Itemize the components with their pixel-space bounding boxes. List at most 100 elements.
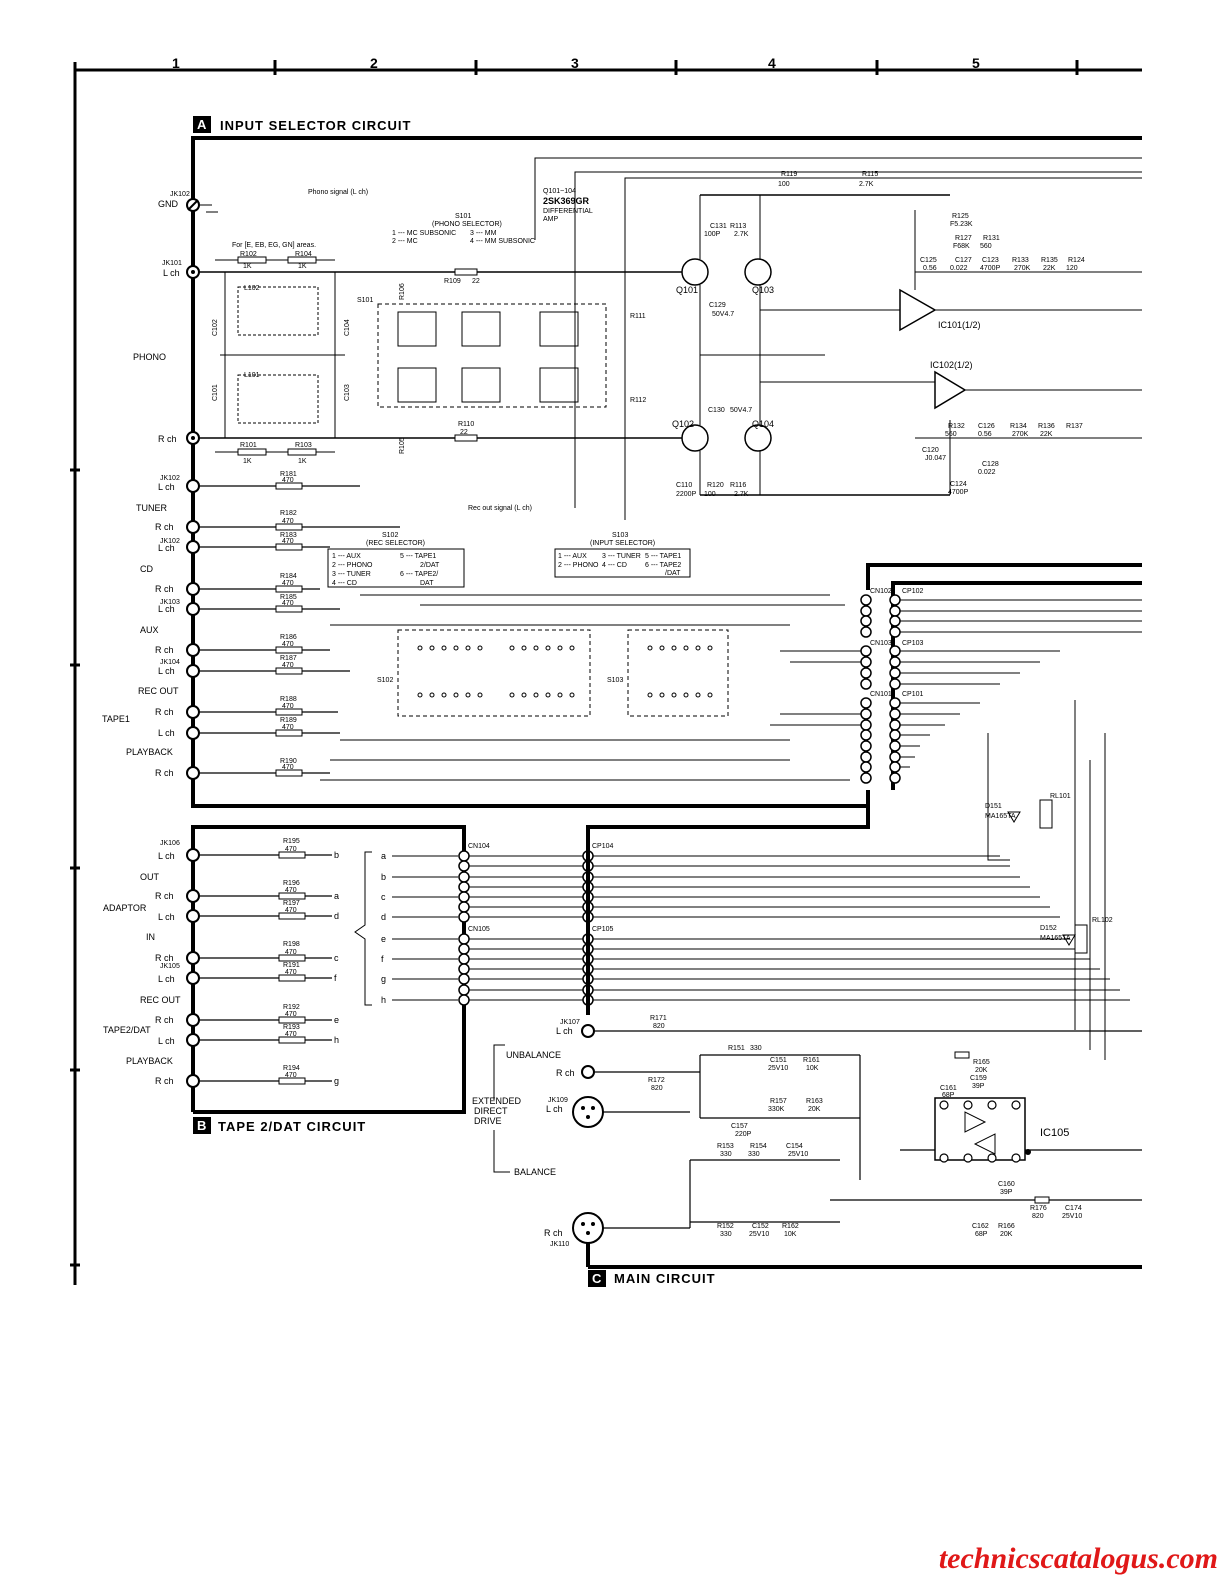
r161-ref: R161 — [803, 1057, 820, 1064]
r123-ref: C125 — [920, 257, 937, 264]
r109-val: 22 — [472, 278, 480, 285]
r183-ref: R183 — [280, 532, 297, 539]
r184-ref: R184 — [280, 573, 297, 580]
in-label: IN — [146, 932, 155, 942]
s101-legend-1: 1 --- MC SUBSONIC — [392, 230, 456, 237]
s102-legend-2: 2 --- PHONO — [332, 562, 373, 569]
jk104-ref: JK104 — [160, 659, 180, 666]
c160-ref: C160 — [998, 1181, 1015, 1188]
ic102-label: IC102(1/2) — [930, 360, 973, 370]
s101-legend-2: 2 --- MC — [392, 238, 418, 245]
r190-ref: R190 — [280, 758, 297, 765]
gnd-label: GND — [158, 199, 179, 209]
bus-d: d — [381, 912, 386, 922]
in-lch: L ch — [158, 912, 175, 922]
r192-val: 470 — [285, 1011, 297, 1018]
bus-left-a: a — [334, 891, 339, 901]
q-part-label: 2SK369GR — [543, 196, 590, 206]
r162-ref: R162 — [782, 1223, 799, 1230]
c151-val: 25V10 — [768, 1065, 788, 1072]
c130-ref: R115 — [862, 171, 878, 178]
q-desc-2: AMP — [543, 216, 559, 223]
t2pb-rch: R ch — [155, 1076, 174, 1086]
rec-and-input-selectors: Rec out signal (L ch) S102 (REC SELECTOR… — [320, 505, 850, 781]
c159-ref: C159 — [970, 1075, 987, 1082]
tape1-label: TAPE1 — [102, 714, 130, 724]
cd-lch: L ch — [158, 543, 175, 553]
r114-val: 2200P — [676, 491, 697, 498]
d152-symbol — [1062, 934, 1076, 946]
bal-lch: L ch — [546, 1104, 563, 1114]
r193-ref: R193 — [283, 1024, 300, 1031]
s102-legend-6b: DAT — [420, 580, 434, 587]
out-lch: L ch — [158, 851, 175, 861]
ic105-label: IC105 — [1040, 1127, 1069, 1139]
c129-ref: R119 — [781, 171, 797, 178]
c152-ref: C152 — [752, 1223, 769, 1230]
s102-legend-6: 6 --- TAPE2/ — [400, 571, 438, 578]
aux-lch: L ch — [158, 604, 175, 614]
d152-label: D152 — [1040, 925, 1057, 932]
rl102-coil — [1074, 924, 1088, 954]
r127-ref: C123 — [982, 257, 999, 264]
c159-val: 39P — [972, 1083, 985, 1090]
tuner-lch: L ch — [158, 482, 175, 492]
c101-ref: C101 — [212, 384, 219, 401]
c102-ref: C102 — [212, 319, 219, 336]
r181-val: 470 — [282, 477, 294, 484]
playback-rch: R ch — [155, 768, 174, 778]
s103-legend-2: 2 --- PHONO — [558, 562, 599, 569]
r126-ref: R132 — [948, 423, 965, 430]
col-1-label: 1 — [172, 55, 180, 71]
rl101-coil — [1039, 799, 1053, 829]
ic105-opamp-b — [973, 1133, 996, 1155]
c162-val: 68P — [975, 1231, 988, 1238]
jk109-ref: JK109 — [548, 1097, 568, 1104]
s103-frame-ref: S103 — [607, 677, 623, 684]
section-c-title: MAIN CIRCUIT — [614, 1271, 716, 1286]
jk103-ref: JK103 — [160, 599, 180, 606]
r195-val: 470 — [285, 846, 297, 853]
s102-legend-5b: 2/DAT — [420, 562, 440, 569]
cd-rch: R ch — [155, 584, 174, 594]
tuner-label: TUNER — [136, 503, 167, 513]
r128-ref: C126 — [978, 423, 995, 430]
r194-ref: R194 — [283, 1065, 300, 1072]
c125-ref: R135 — [1041, 257, 1058, 264]
balance-label: BALANCE — [514, 1167, 556, 1177]
r181-ref: R181 — [280, 471, 297, 478]
watermark[interactable]: technicscatalogus.com — [938, 1542, 1218, 1575]
board-connectors: CN102 CP102 CN103 CP103 CN101 CP101 — [770, 563, 1142, 790]
r164-ref: C154 — [786, 1143, 803, 1150]
s103-legend-3: 3 --- TUNER — [602, 553, 641, 560]
tuner-rch: R ch — [155, 522, 174, 532]
d151-part: MA165TA — [985, 813, 1016, 820]
s102-legend-1: 1 --- AUX — [332, 553, 361, 560]
r189-val: 470 — [282, 724, 294, 731]
r152-ref: R152 — [717, 1223, 734, 1230]
tape2-playback-label: PLAYBACK — [126, 1056, 173, 1066]
c153-val: 330K — [768, 1106, 785, 1113]
c109-ref: C131 — [710, 223, 727, 230]
r197-ref: R197 — [283, 900, 300, 907]
s103-legend-1: 1 --- AUX — [558, 553, 587, 560]
c120-val: 0.022 — [978, 469, 996, 476]
r165-ref: R165 — [973, 1059, 990, 1066]
r198-ref: R198 — [283, 941, 300, 948]
c152-val: 25V10 — [749, 1231, 769, 1238]
c112-ref: C130 — [708, 407, 725, 414]
r119-ref: R113 — [730, 223, 746, 230]
col-3-label: 3 — [571, 55, 579, 71]
line-inputs: JK102 JK102 JK103 JK104 TUNER CD AUX REC… — [102, 471, 400, 780]
extended-label: EXTENDED — [472, 1096, 522, 1106]
gnd-terminal: JK102 GND Phono signal (L ch) — [158, 189, 368, 213]
c154-ref: R154 — [750, 1143, 767, 1150]
bus-left-h: h — [334, 1035, 339, 1045]
col-5-label: 5 — [972, 55, 980, 71]
r185-val: 470 — [282, 600, 294, 607]
c111-val: 50V4.7 — [712, 311, 734, 318]
bus-left-c: c — [334, 953, 339, 963]
ic102-symbol — [934, 370, 967, 410]
